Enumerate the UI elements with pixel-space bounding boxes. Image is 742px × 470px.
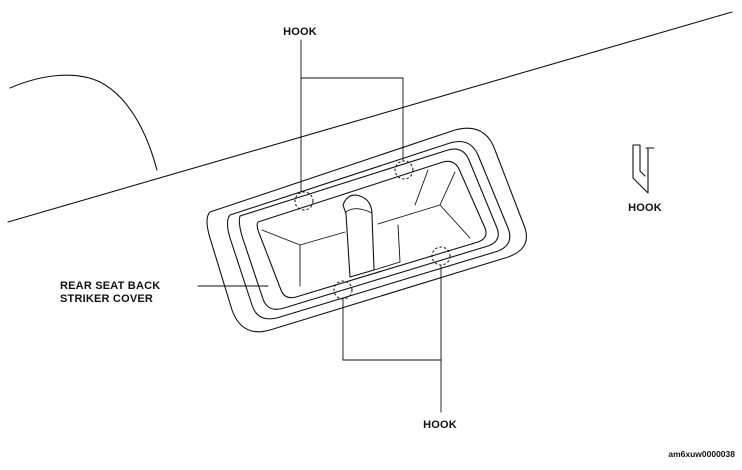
- hook-location-bottom-left: [333, 280, 353, 300]
- hook-location-top-right: [394, 160, 414, 180]
- striker-post-side: [373, 224, 401, 271]
- part-label-line2: STRIKER COVER: [60, 293, 153, 305]
- hook-label-top: HOOK: [283, 26, 317, 38]
- hook-location-top-left: [294, 191, 314, 211]
- hook-location-bottom-right: [431, 246, 451, 266]
- striker-cover-inner-rim: [238, 148, 499, 310]
- hook-legend-icon: [632, 144, 655, 194]
- striker-post: [342, 194, 375, 278]
- part-label-line1: REAR SEAT BACK: [60, 280, 160, 292]
- trim-panel-outline: [206, 127, 527, 333]
- seat-back-edge-line: [7, 11, 733, 223]
- opening-back-crease: [414, 169, 429, 206]
- hook-callout-bracket-bottom: [342, 265, 442, 361]
- seat-contour-curve: [9, 74, 158, 171]
- striker-post-top: [345, 208, 373, 214]
- striker-cover-opening: [256, 160, 487, 299]
- hook-legend-label: HOOK: [628, 202, 662, 214]
- hook-label-bottom: HOOK: [423, 419, 457, 431]
- opening-left-wall: [261, 229, 346, 246]
- opening-right-corner: [439, 204, 471, 239]
- striker-cover-outer-rim: [226, 140, 511, 320]
- hook-callout-bracket-top: [300, 77, 404, 192]
- figure-code: am6xuw0000038: [668, 449, 735, 459]
